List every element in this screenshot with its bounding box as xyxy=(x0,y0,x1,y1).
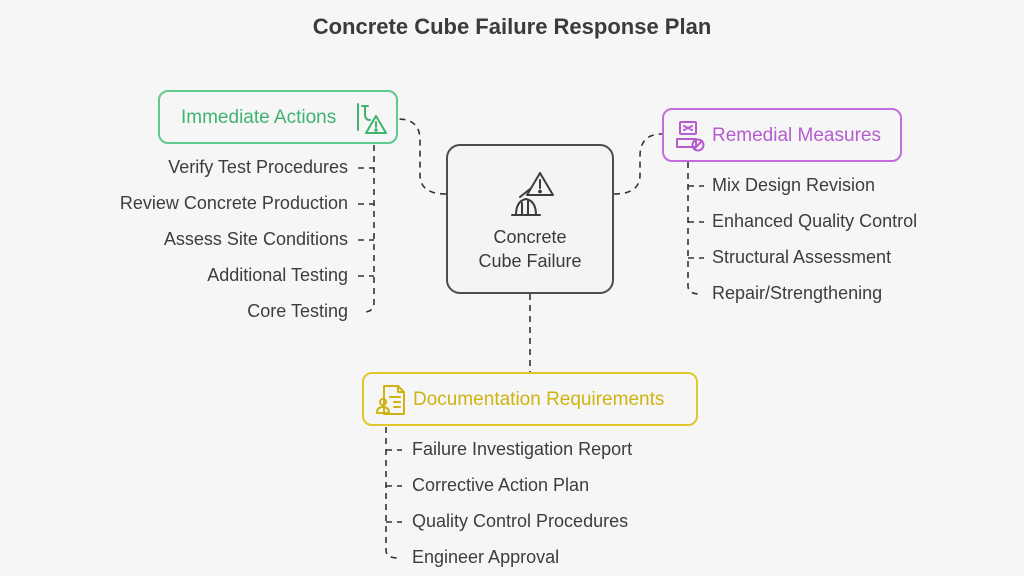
documentation-requirements-node: Documentation Requirements xyxy=(362,372,698,426)
documentation-item-2: Corrective Action Plan xyxy=(412,475,590,495)
remedial-item-4: Repair/Strengthening xyxy=(712,283,883,303)
immediate-item-5: Core Testing xyxy=(247,301,348,321)
documentation-item-4: Engineer Approval xyxy=(412,547,560,567)
immediate-item-3: Assess Site Conditions xyxy=(163,229,348,249)
immediate-item-2: Review Concrete Production xyxy=(119,193,348,213)
documentation-item-3: Quality Control Procedures xyxy=(412,511,629,531)
connector-spine-documentation xyxy=(385,427,399,559)
documentation-item-1: Failure Investigation Report xyxy=(412,439,633,459)
connector-spine-immediate xyxy=(363,145,375,313)
center-label: Concrete Cube Failure xyxy=(478,227,582,271)
remedial-item-3: Structural Assessment xyxy=(712,247,892,267)
connector-spine-remedial xyxy=(687,162,701,295)
page-title: Concrete Cube Failure Response Plan xyxy=(312,14,712,39)
center-node: Concrete Cube Failure xyxy=(446,144,614,294)
wet-floor-warning-icon xyxy=(511,172,554,216)
immediate-item-4: Additional Testing xyxy=(207,265,348,285)
connector-center-remedial xyxy=(613,133,663,195)
tools-blocked-icon xyxy=(676,121,705,152)
documentation-requirements-label: Documentation Requirements xyxy=(413,389,665,410)
document-user-icon xyxy=(376,385,405,415)
remedial-item-2: Enhanced Quality Control xyxy=(712,211,918,231)
remedial-item-1: Mix Design Revision xyxy=(712,175,876,195)
immediate-item-1: Verify Test Procedures xyxy=(168,157,348,177)
remedial-measures-label: Remedial Measures xyxy=(712,125,881,146)
remedial-measures-node: Remedial Measures xyxy=(662,108,902,162)
test-tube-warning-icon xyxy=(357,103,387,134)
immediate-actions-label: Immediate Actions xyxy=(181,107,337,128)
immediate-actions-node: Immediate Actions xyxy=(158,90,398,144)
connector-center-immediate xyxy=(397,118,447,195)
